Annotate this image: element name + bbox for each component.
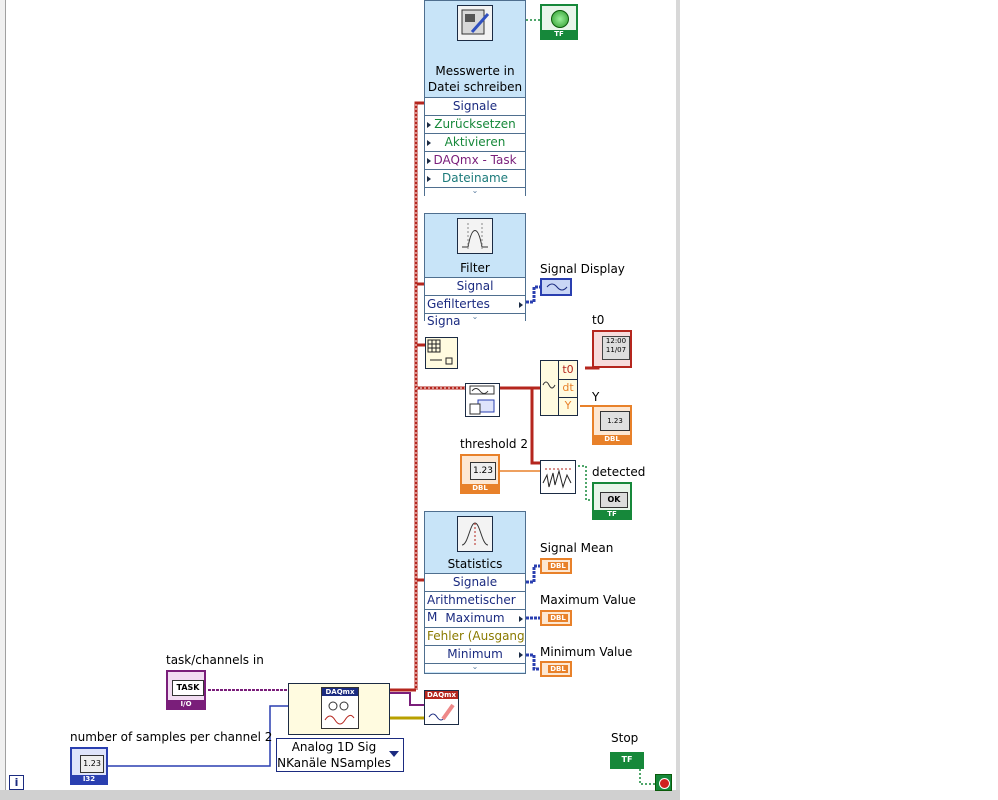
stats-output-error[interactable]: Fehler (Ausgang (425, 628, 525, 646)
daqmx-read-node[interactable]: DAQmx (288, 683, 390, 735)
diagram-right-border (676, 0, 680, 800)
num-samples-control[interactable]: 1.23 I32 (70, 747, 108, 785)
write-input-filename[interactable]: Dateiname (425, 170, 525, 188)
array-grid-icon (427, 339, 453, 365)
eraser-icon (428, 703, 455, 721)
get-waveform-components-node[interactable]: t0 dt Y (540, 360, 578, 416)
led-icon (551, 10, 569, 28)
expand-handle[interactable]: ⌄ (471, 312, 479, 321)
stats-output-minimum[interactable]: Minimum (425, 646, 525, 664)
diagram-left-border (0, 0, 6, 800)
maximum-value-indicator[interactable]: DBL (540, 610, 572, 626)
write-input-enable[interactable]: Aktivieren (425, 134, 525, 152)
task-icon: TASK (172, 680, 204, 696)
boolean-led-indicator[interactable]: TF (540, 4, 578, 40)
write-input-task[interactable]: DAQmx - Task (425, 152, 525, 170)
write-file-icon (457, 5, 493, 41)
detected-indicator[interactable]: OK TF (592, 482, 632, 520)
y-label: Y (592, 390, 600, 404)
daqmx-read-line2: NKanäle NSamples (277, 756, 391, 770)
waveform-graph-icon (546, 283, 568, 291)
threshold-control[interactable]: 1.23 DBL (460, 454, 500, 494)
expand-handle[interactable]: ⌄ (471, 186, 479, 195)
task-channels-label: task/channels in (166, 653, 264, 667)
daqmx-read-selector[interactable]: Analog 1D Sig NKanäle NSamples (276, 738, 404, 772)
daqmx-read-icon: DAQmx (321, 687, 359, 729)
statistics-title: Statistics (447, 557, 503, 571)
stats-output-maximum[interactable]: Maximum (425, 610, 525, 628)
chevron-down-icon[interactable] (389, 751, 399, 757)
wf-dt-out[interactable]: dt (559, 379, 577, 398)
write-title-2: Datei schreiben (427, 80, 523, 94)
filter-output-filtered[interactable]: Gefiltertes Signa (425, 296, 525, 328)
threshold-label: threshold 2 (460, 437, 528, 451)
minimum-value-label: Minimum Value (540, 645, 633, 659)
stats-output-mean[interactable]: Arithmetischer M (425, 592, 525, 624)
filter-title: Filter (460, 261, 490, 275)
ok-button-icon: OK (600, 492, 628, 508)
filter-input-signal[interactable]: Signal (425, 278, 525, 296)
filter-express-vi[interactable]: Filter Signal Gefiltertes Signa ⌄ (424, 213, 526, 328)
stop-control[interactable]: TF (610, 752, 644, 769)
threshold-icon (542, 468, 572, 489)
filter-icon (457, 218, 493, 254)
build-array-node[interactable] (425, 337, 458, 369)
daqmx-read-line1: Analog 1D Sig (291, 740, 377, 754)
diagram-bottom-scrollbar[interactable] (0, 790, 680, 800)
threshold-detector-node[interactable] (540, 460, 576, 494)
minimum-value-indicator[interactable]: DBL (540, 661, 572, 677)
num-samples-label: number of samples per channel 2 (70, 730, 273, 744)
array-icon: 1.23 (600, 411, 630, 431)
numeric-icon: 1.23 (470, 462, 496, 480)
loop-condition-stop-icon[interactable] (655, 774, 672, 791)
daqmx-clear-task-node[interactable]: DAQmx (424, 690, 459, 725)
wf-t0-out[interactable]: t0 (559, 361, 577, 380)
signal-display-label: Signal Display (540, 262, 625, 276)
maximum-value-label: Maximum Value (540, 593, 636, 607)
waveform-icon (541, 361, 559, 415)
detected-label: detected (592, 465, 646, 479)
write-title-1: Messwerte in (435, 64, 515, 78)
statistics-icon (457, 516, 493, 552)
t0-label: t0 (592, 313, 605, 327)
expand-handle[interactable]: ⌄ (471, 662, 479, 671)
task-channels-control[interactable]: TASK I/O (166, 670, 206, 710)
wf-y-out[interactable]: Y (564, 399, 572, 412)
write-input-signale[interactable]: Signale (425, 98, 525, 116)
waveform-function-icon (469, 385, 495, 415)
get-waveform-subset-node[interactable] (465, 383, 500, 417)
write-input-reset[interactable]: Zurücksetzen (425, 116, 525, 134)
stop-label: Stop (611, 731, 639, 745)
info-icon[interactable]: i (9, 775, 24, 790)
signal-mean-indicator[interactable]: DBL (540, 558, 572, 574)
stats-input-signale[interactable]: Signale (425, 574, 525, 592)
numeric-icon: 1.23 (80, 755, 104, 773)
signal-mean-label: Signal Mean (540, 541, 614, 555)
statistics-express-vi[interactable]: Statistics Signale Arithmetischer M Maxi… (424, 511, 526, 674)
signal-display-terminal[interactable] (540, 278, 572, 296)
y-array-indicator[interactable]: 1.23 DBL (592, 405, 632, 445)
write-to-file-express-vi[interactable]: Messwerte in Datei schreiben Signale Zur… (424, 0, 526, 196)
